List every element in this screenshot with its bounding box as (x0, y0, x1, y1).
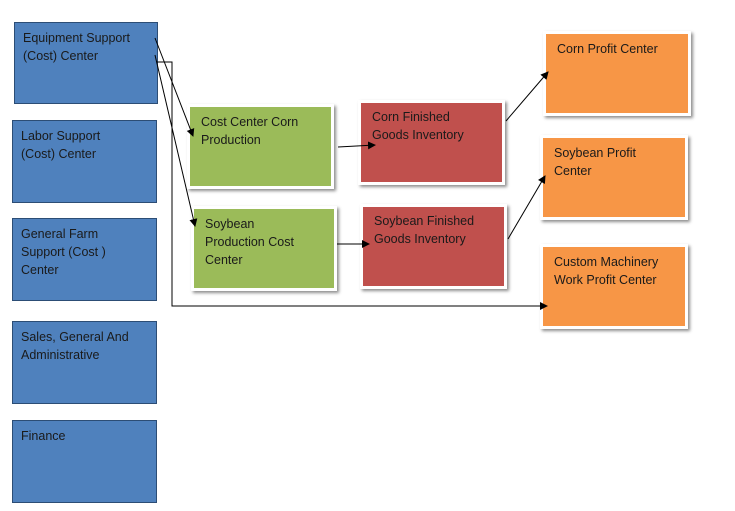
finance-box: Finance (12, 420, 157, 503)
soybean-profit-center: Soybean Profit Center (540, 135, 688, 220)
labor-support-cost-center: Labor Support (Cost) Center (12, 120, 157, 203)
custom-machinery-work-profit-center: Custom Machinery Work Profit Center (540, 244, 688, 329)
sales-general-administrative-box: Sales, General And Administrative (12, 321, 157, 404)
corn-finished-goods-inventory: Corn Finished Goods Inventory (358, 100, 505, 185)
corn-profit-center: Corn Profit Center (543, 31, 691, 116)
soybean-production-cost-center: Soybean Production Cost Center (191, 206, 337, 291)
arrow-corn-inventory-to-profit (505, 71, 549, 122)
equipment-support-cost-center: Equipment Support (Cost) Center (14, 22, 158, 104)
soybean-finished-goods-inventory: Soybean Finished Goods Inventory (360, 204, 507, 289)
general-farm-support-cost-center: General Farm Support (Cost ) Center (12, 218, 157, 301)
corn-production-cost-center: Cost Center Corn Production (187, 104, 334, 189)
